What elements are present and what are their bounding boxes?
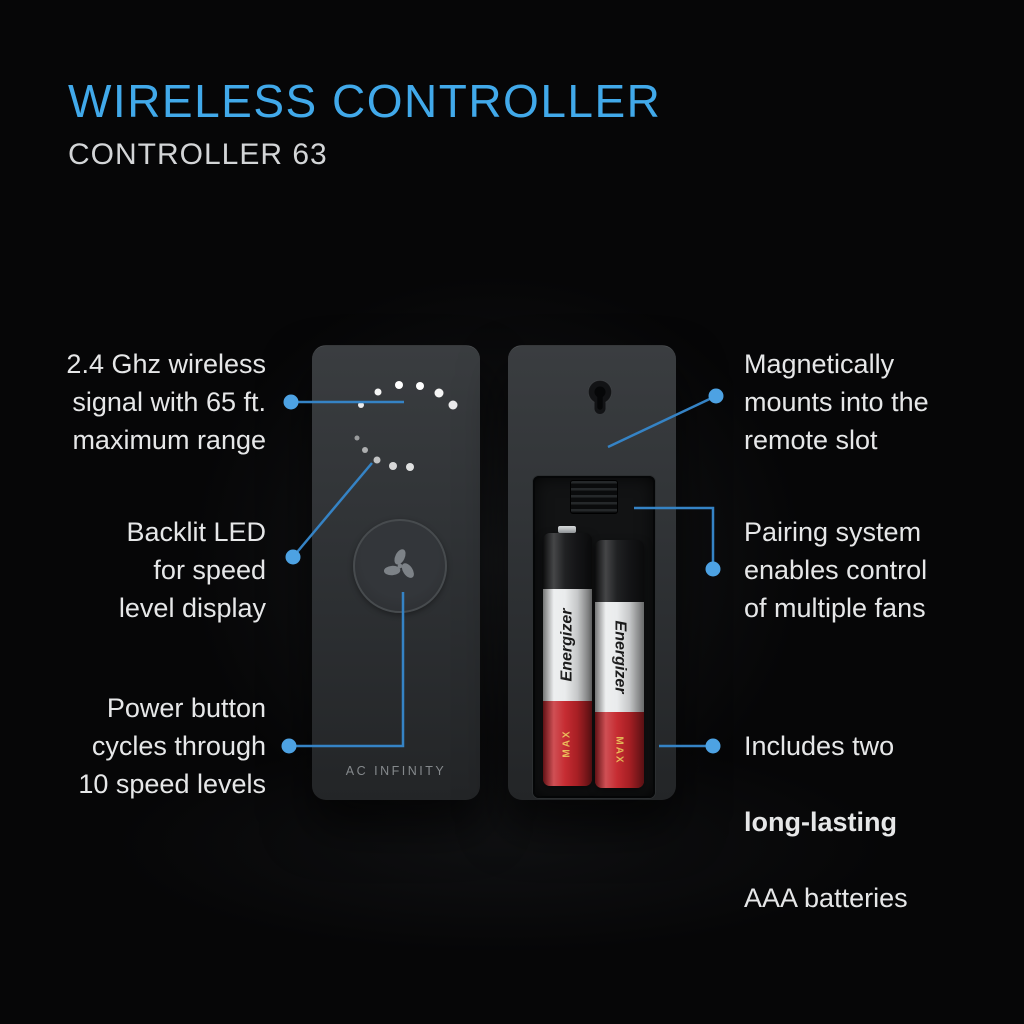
battery-body: Energizer MAX xyxy=(543,533,592,786)
battery-label-band: Energizer xyxy=(543,589,592,701)
callout-pairing-system: Pairing system enables control of multip… xyxy=(744,517,928,623)
battery-black-band xyxy=(543,533,592,589)
connector-dot-pairing xyxy=(705,561,721,577)
battery-max-text: MAX xyxy=(561,729,573,758)
battery-brand-text: Energizer xyxy=(558,608,576,682)
fan-icon xyxy=(383,549,414,578)
connector-dot-magnetic xyxy=(708,388,724,404)
battery-right: Energizer MAX xyxy=(595,540,644,788)
connector-dot-power xyxy=(281,738,297,754)
remote-back-view: Energizer MAX Energizer MAX xyxy=(508,345,676,800)
battery-compartment: Energizer MAX Energizer MAX xyxy=(533,476,655,798)
callout-batteries-line2: long-lasting xyxy=(744,807,897,837)
callout-wireless-signal: 2.4 Ghz wireless signal with 65 ft. maxi… xyxy=(66,349,266,455)
header: WIRELESS CONTROLLER CONTROLLER 63 xyxy=(68,74,661,172)
brand-label: AC INFINITY xyxy=(345,764,447,778)
power-button xyxy=(353,519,447,613)
battery-body: Energizer MAX xyxy=(595,540,644,788)
battery-red-band: MAX xyxy=(543,701,592,786)
connector-dot-batteries xyxy=(705,738,721,754)
callout-backlit-led: Backlit LED for speed level display xyxy=(118,517,266,623)
battery-max-text: MAX xyxy=(613,735,625,765)
battery-red-band: MAX xyxy=(595,712,644,788)
callout-magnetic-mount: Magnetically mounts into the remote slot xyxy=(744,349,929,455)
pairing-button xyxy=(570,480,618,514)
callout-power-button: Power button cycles through 10 speed lev… xyxy=(78,693,266,799)
callout-batteries-line1: Includes two xyxy=(744,731,895,761)
battery-label-band: Energizer xyxy=(595,602,644,712)
callout-batteries-line3: AAA batteries xyxy=(744,883,908,913)
remote-front-view: AC INFINITY xyxy=(312,345,480,800)
connector-dot-backlit xyxy=(285,549,301,565)
battery-positive-tip xyxy=(558,526,576,533)
battery-left: Energizer MAX xyxy=(543,526,592,786)
connector-dot-wireless xyxy=(283,394,299,410)
battery-brand-text: Energizer xyxy=(611,620,629,694)
keyhole-icon xyxy=(588,380,612,414)
led-dots-icon xyxy=(354,381,458,471)
page-subtitle: CONTROLLER 63 xyxy=(68,138,328,171)
battery-black-band xyxy=(595,540,644,602)
callout-batteries: Includes two long-lasting AAA batteries xyxy=(744,689,990,955)
page-title: WIRELESS CONTROLLER xyxy=(68,75,662,127)
